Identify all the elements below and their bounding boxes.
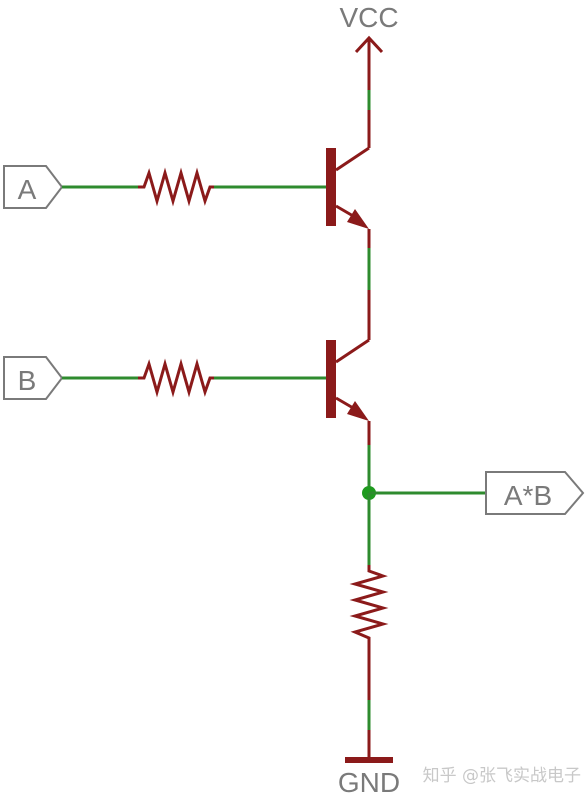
input-b-label: B — [18, 365, 37, 396]
output-label: A*B — [504, 480, 552, 511]
input-b-port: B — [3, 356, 64, 400]
vcc-label: VCC — [339, 2, 398, 33]
transistor-q2 — [326, 338, 371, 445]
watermark-text: 知乎 @张飞实战电子 — [423, 766, 581, 786]
resistor-a — [138, 167, 214, 207]
vcc-arrow-icon — [354, 35, 384, 90]
transistor-q1 — [326, 146, 371, 248]
input-a-port: A — [3, 165, 64, 209]
ground-icon — [345, 757, 393, 763]
gnd-label: GND — [338, 767, 400, 798]
output-port: A*B — [485, 471, 585, 515]
input-a-label: A — [18, 174, 37, 205]
resistor-pulldown — [349, 565, 389, 642]
resistor-b — [138, 358, 214, 398]
